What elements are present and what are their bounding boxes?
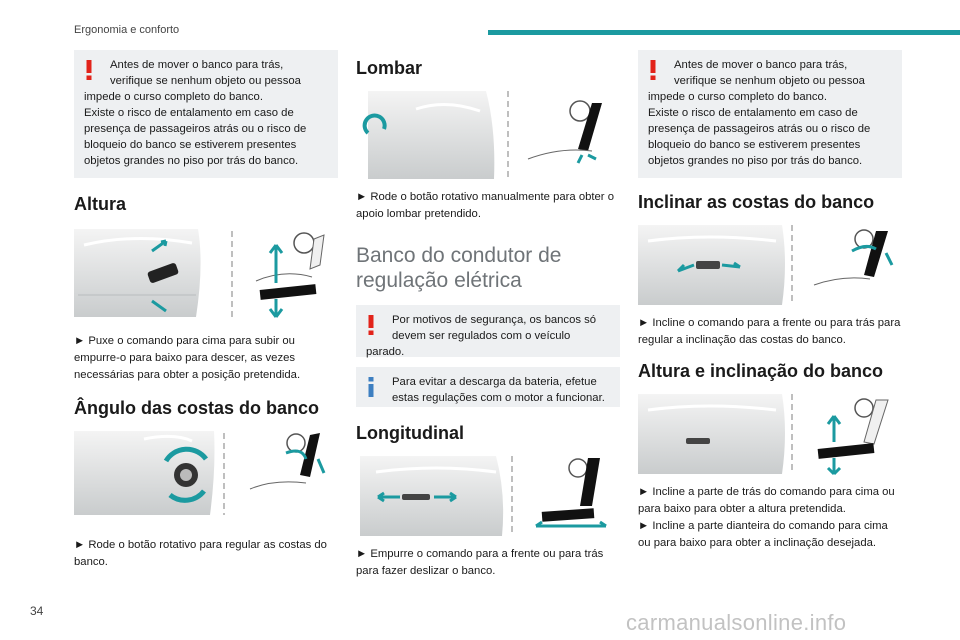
warning-line-1: Antes de mover o banco para trás, <box>110 59 284 71</box>
column-1: Antes de mover o banco para trás, verifi… <box>74 50 338 571</box>
warning-line-1: Por motivos de segurança, os bancos só <box>392 314 597 326</box>
warning-icon <box>650 60 656 80</box>
warning-line-3: impede o curso completo do banco. <box>84 91 263 103</box>
section-title-altura-inclinacao: Altura e inclinação do banco <box>638 361 884 381</box>
lombar-text: ► Rode o botão rotativo manualmente para… <box>356 191 614 220</box>
warning-note-2: Por motivos de segurança, os bancos só d… <box>356 305 620 358</box>
info-line-1: Para evitar a descarga da bateria, efetu… <box>392 376 597 388</box>
longitudinal-text: ► Empurre o comando para a frente ou par… <box>356 548 604 577</box>
warning-line-1: Antes de mover o banco para trás, <box>674 59 848 71</box>
warning-line-2: verifique se nenhum objeto ou pessoa <box>110 75 301 87</box>
info-icon <box>368 377 374 397</box>
altura-inclinacao-text-1: ► Incline a parte de trás do comando par… <box>638 486 895 515</box>
warning-line-2: verifique se nenhum objeto ou pessoa <box>674 75 865 87</box>
warning-line-3: impede o curso completo do banco. <box>648 91 827 103</box>
warning-paragraph-2: Existe o risco de entalamento em caso de… <box>648 107 871 167</box>
warning-line-2: devem ser regulados com o veículo <box>392 330 571 342</box>
header-title: Ergonomia e conforto <box>74 24 180 36</box>
altura-illustration <box>74 225 338 325</box>
warning-note: Antes de mover o banco para trás, verifi… <box>74 50 338 178</box>
warning-line-3: parado. <box>366 346 405 358</box>
watermark: carmanualsonline.info <box>626 610 847 635</box>
page-number: 34 <box>30 604 44 618</box>
column-2: Lombar ► Rode o botão rotativo manualmen… <box>356 50 620 580</box>
angulo-illustration <box>74 429 338 529</box>
section-title-inclinar: Inclinar as costas do banco <box>638 192 875 212</box>
info-note: Para evitar a descarga da bateria, efetu… <box>356 367 620 407</box>
altura-inclinacao-text-2: ► Incline a parte dianteira do comando p… <box>638 520 888 549</box>
header-accent-bar <box>488 30 960 35</box>
section-title-altura: Altura <box>74 194 127 214</box>
inclinar-illustration <box>638 223 902 307</box>
section-title-lombar: Lombar <box>356 58 423 78</box>
info-line-2: estas regulações com o motor a funcionar… <box>392 392 605 404</box>
warning-icon <box>368 315 374 335</box>
section-title-angulo: Ângulo das costas do banco <box>74 398 320 418</box>
warning-paragraph-2: Existe o risco de entalamento em caso de… <box>84 107 307 167</box>
warning-note-3: Antes de mover o banco para trás, verifi… <box>638 50 902 178</box>
altura-inclinacao-illustration <box>638 392 902 476</box>
warning-icon <box>86 60 92 80</box>
longitudinal-illustration <box>356 454 620 538</box>
angulo-text: ► Rode o botão rotativo para regular as … <box>74 539 327 568</box>
section-title-eletrico: Banco do condutor de regulação elétrica <box>356 244 562 292</box>
inclinar-text: ► Incline o comando para a frente ou par… <box>638 317 901 346</box>
column-3: Antes de mover o banco para trás, verifi… <box>638 50 902 552</box>
lombar-illustration <box>356 89 620 181</box>
section-title-longitudinal: Longitudinal <box>356 423 464 443</box>
altura-text: ► Puxe o comando para cima para subir ou… <box>74 335 301 381</box>
